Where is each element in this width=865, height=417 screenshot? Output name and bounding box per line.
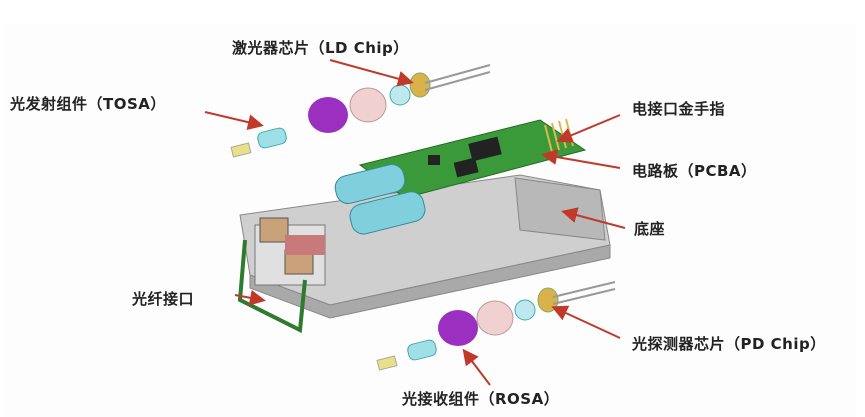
installed-osas	[334, 163, 426, 235]
label-ld-chip: 激光器芯片（LD Chip）	[232, 39, 409, 57]
tosa-parts	[230, 64, 491, 158]
label-gold-finger: 电接口金手指	[632, 100, 726, 118]
callout-arrows	[204, 59, 626, 386]
label-tosa: 光发射组件（TOSA）	[10, 95, 166, 113]
label-pd-chip: 光探测器芯片（PD Chip）	[632, 335, 826, 353]
label-pcba: 电路板（PCBA）	[632, 162, 757, 180]
pcba-board	[358, 118, 587, 199]
label-rosa: 光接收组件（ROSA）	[402, 390, 560, 408]
rosa-parts	[376, 281, 616, 371]
label-fiber-port: 光纤接口	[132, 290, 195, 308]
base-housing	[237, 174, 611, 334]
label-base: 底座	[634, 220, 666, 238]
